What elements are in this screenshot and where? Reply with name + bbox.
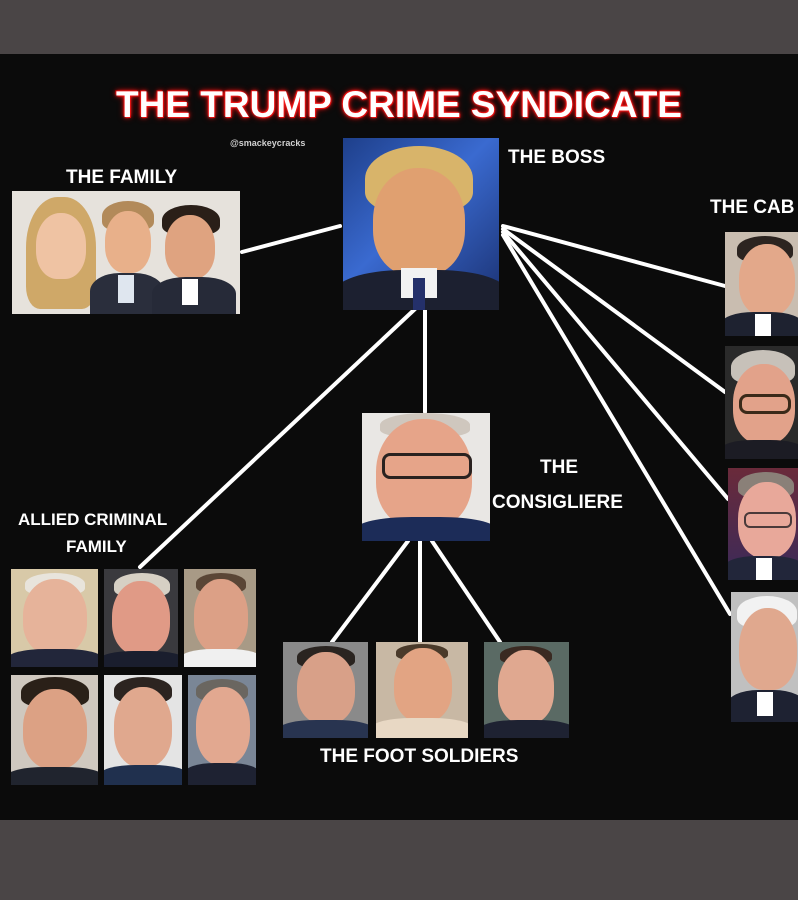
top-frame-bar xyxy=(0,0,798,54)
connector-boss-cabinet-1 xyxy=(503,226,725,286)
syndicate-poster: THE TRUMP CRIME SYNDICATE @smackeycracks… xyxy=(0,54,798,820)
cabinet-photo-2 xyxy=(725,346,798,459)
connector-boss-cabinet-2 xyxy=(503,229,725,392)
connector-boss-cabinet-3 xyxy=(503,232,728,499)
connector-boss-family xyxy=(242,226,340,252)
cabinet-photo-1 xyxy=(725,232,798,336)
bottom-frame-bar xyxy=(0,820,798,900)
label-foot-soldiers: THE FOOT SOLDIERS xyxy=(320,744,518,769)
foot-soldier-photo-2 xyxy=(376,642,468,738)
foot-soldier-photo-1 xyxy=(283,642,368,738)
connector-consigliere-soldier-3 xyxy=(432,541,500,642)
consigliere-photo xyxy=(362,413,490,541)
poster-title: THE TRUMP CRIME SYNDICATE xyxy=(0,84,798,126)
label-family: THE FAMILY xyxy=(66,165,177,190)
label-boss: THE BOSS xyxy=(508,145,605,170)
label-consigliere-line2: CONSIGLIERE xyxy=(492,490,623,515)
allied-photo-4 xyxy=(11,675,98,785)
allied-photo-1 xyxy=(11,569,98,667)
credit-handle: @smackeycracks xyxy=(230,138,305,148)
label-cabinet: THE CAB xyxy=(710,195,794,220)
label-allied-line2: FAMILY xyxy=(66,535,127,559)
connector-boss-cabinet-4 xyxy=(503,235,730,614)
connector-consigliere-soldier-1 xyxy=(332,541,408,642)
foot-soldier-photo-3 xyxy=(484,642,569,738)
family-photo xyxy=(12,191,240,314)
label-allied-line1: ALLIED CRIMINAL xyxy=(18,508,167,532)
cabinet-photo-3 xyxy=(728,468,798,580)
allied-photo-6 xyxy=(188,675,256,785)
label-consigliere-line1: THE xyxy=(540,455,578,480)
allied-photo-3 xyxy=(184,569,256,667)
allied-photo-5 xyxy=(104,675,182,785)
boss-photo xyxy=(343,138,499,310)
allied-photo-2 xyxy=(104,569,178,667)
cabinet-photo-4 xyxy=(731,592,798,722)
